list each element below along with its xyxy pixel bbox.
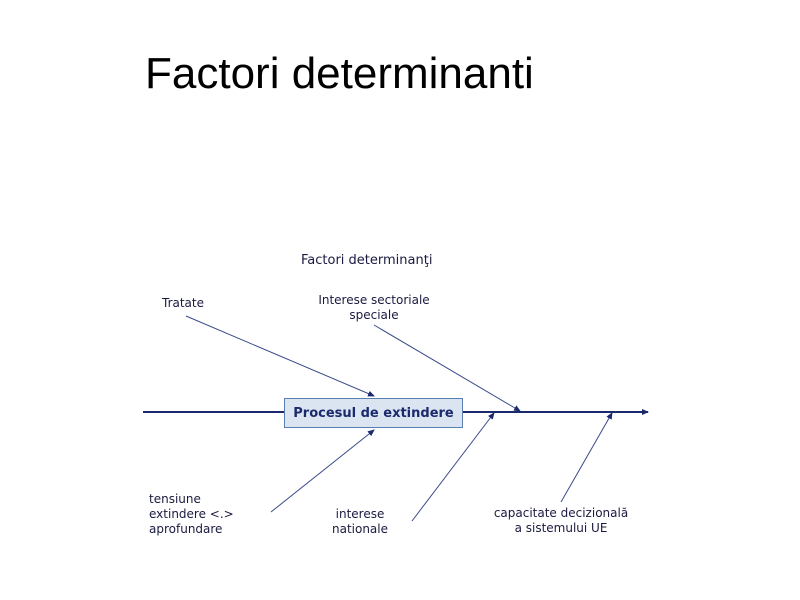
factor-label-line: extindere <.> bbox=[149, 507, 234, 521]
factor-label-line: a sistemului UE bbox=[514, 521, 608, 535]
center-process-box: Procesul de extindere bbox=[284, 398, 463, 428]
factor-label-line: nationale bbox=[331, 522, 388, 536]
factor-label-line: interese bbox=[335, 507, 385, 521]
factor-label-line: Tratate bbox=[162, 296, 204, 310]
factor-label-line: tensiune bbox=[149, 492, 201, 506]
arrow-interese-nationale bbox=[411, 412, 495, 522]
factor-label-line: Interese sectoriale bbox=[318, 293, 430, 307]
factor-label-interese-sectoriale: Interese sectoriale speciale bbox=[306, 293, 442, 323]
factor-label-tratate: Tratate bbox=[162, 296, 204, 311]
slide-title: Factori determinanti bbox=[145, 49, 534, 98]
arrow-capacitate bbox=[560, 412, 613, 503]
arrow-tensiune bbox=[270, 429, 375, 513]
arrow-interese-sectoriale bbox=[373, 324, 521, 412]
arrow-tratate bbox=[185, 315, 375, 397]
center-process-label: Procesul de extindere bbox=[293, 405, 454, 421]
diagram-title: Factori determinanţi bbox=[301, 253, 433, 268]
factor-label-line: capacitate decizională bbox=[493, 506, 629, 520]
factor-label-line: aprofundare bbox=[149, 522, 223, 536]
factor-label-interese-nationale: interese nationale bbox=[320, 507, 400, 537]
factor-label-tensiune: tensiune extindere <.> aprofundare bbox=[149, 492, 234, 537]
factor-label-line: speciale bbox=[349, 308, 399, 322]
factor-label-capacitate: capacitate decizională a sistemului UE bbox=[478, 506, 644, 536]
